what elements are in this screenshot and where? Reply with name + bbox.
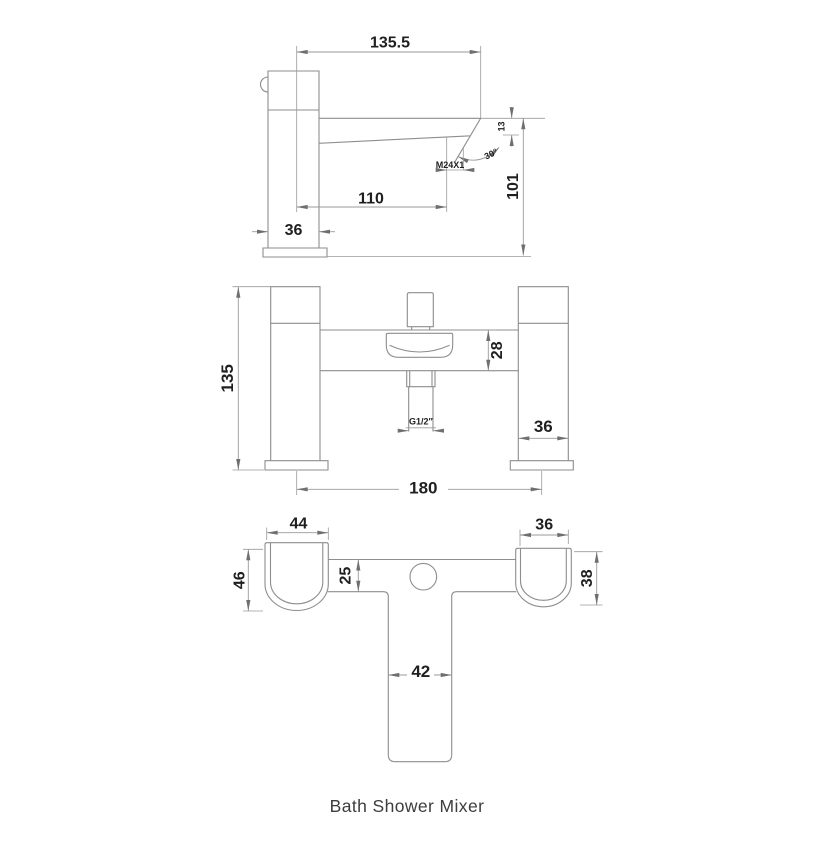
dim-total-height: 135 [218, 364, 237, 392]
side-tap-outline [260, 70, 482, 258]
dim-spout-angle: 30° [483, 146, 500, 161]
plan-view: 44 46 25 36 38 42 [232, 516, 603, 763]
side-extension-lines [296, 46, 545, 257]
dim-right-handle-depth: 38 [579, 569, 596, 587]
plan-body-outline [264, 542, 572, 763]
diverter-circle [409, 562, 438, 591]
front-elevation-view: 135 28 36 180 G1/2″ [218, 286, 574, 498]
dim-spout-width: 42 [411, 662, 430, 681]
front-dimensions: 135 28 36 180 G1/2″ [218, 286, 569, 498]
dim-outlet-thread: M24X1 [436, 160, 465, 170]
dim-left-handle-depth: 46 [232, 571, 249, 589]
dim-hose-thread: G1/2″ [409, 417, 434, 427]
dim-body-depth: 28 [489, 341, 506, 359]
dim-body-width: 36 [285, 222, 303, 239]
dim-pillar-width: 36 [534, 417, 553, 436]
dim-spout-height: 101 [505, 173, 522, 200]
dim-plan-body-width: 25 [338, 567, 355, 585]
dim-tap-centres: 180 [409, 479, 437, 498]
dim-left-handle-width: 44 [290, 516, 308, 533]
dim-spout-reach: 135.5 [370, 35, 410, 52]
side-dimensions: 135.5 110 36 101 13 30° M24X1 [252, 35, 526, 256]
plan-dimensions: 44 46 25 36 38 42 [232, 516, 599, 681]
dim-spout-projection: 110 [358, 191, 384, 208]
front-tap-outline [264, 286, 574, 471]
drawing-caption: Bath Shower Mixer [330, 796, 485, 816]
plan-extension-lines [243, 527, 603, 612]
front-extension-lines [232, 286, 543, 495]
dim-right-handle-width: 36 [535, 517, 553, 534]
dim-tip-height: 13 [497, 121, 507, 131]
side-elevation-view: 135.5 110 36 101 13 30° M24X1 [252, 35, 545, 258]
angle-arc [457, 147, 500, 164]
